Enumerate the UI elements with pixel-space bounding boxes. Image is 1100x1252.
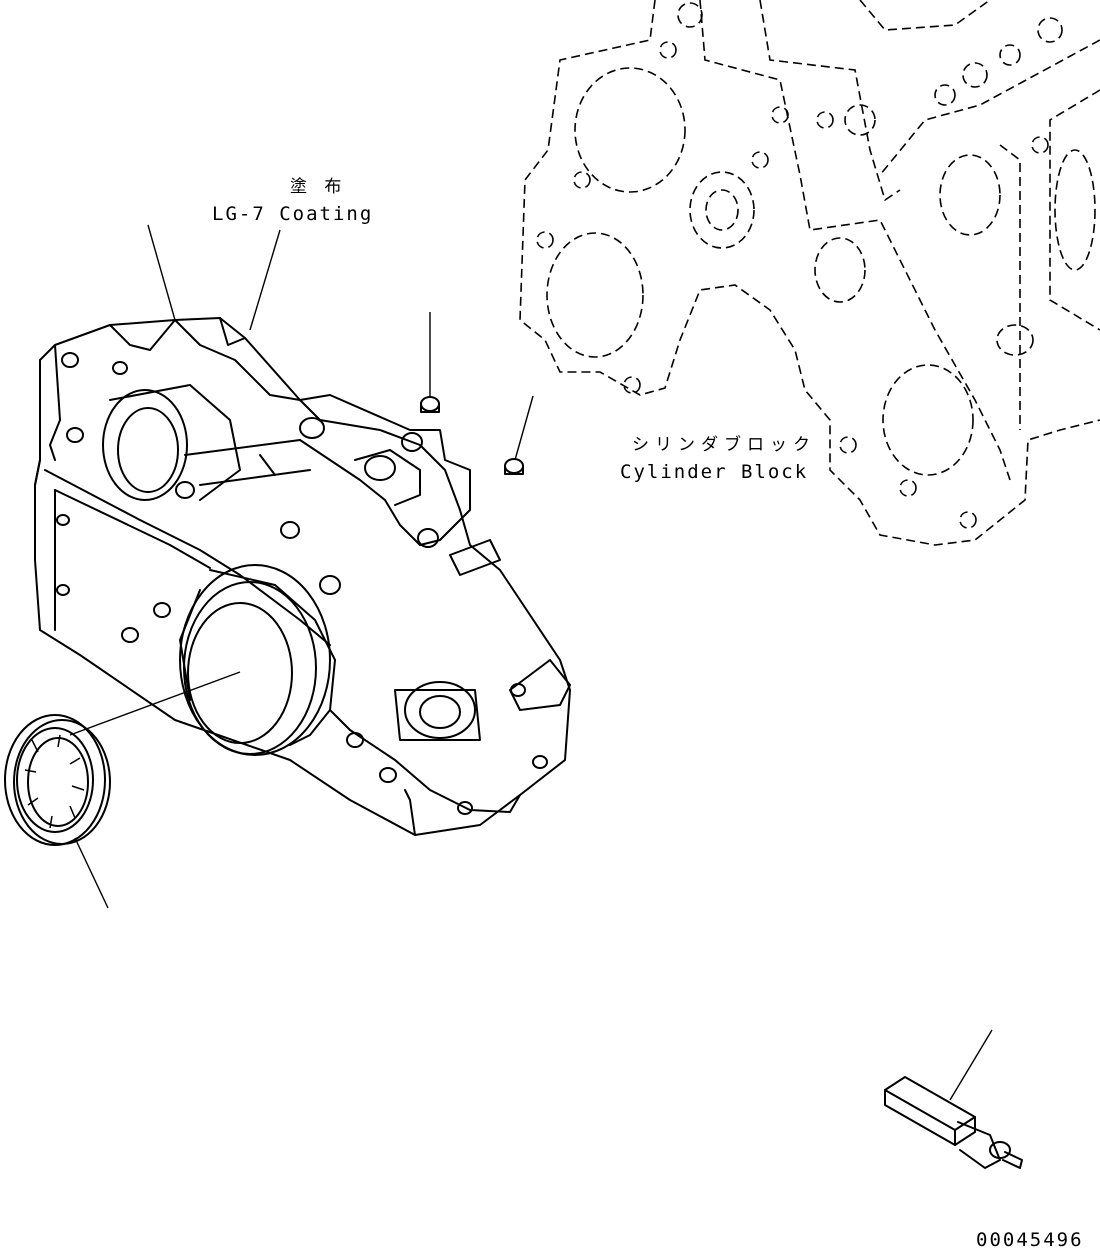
coating-label-en: LG-7 Coating bbox=[212, 203, 373, 225]
cylinder-block-label-en: Cylinder Block bbox=[620, 461, 808, 483]
sensor-pin bbox=[884, 1076, 1023, 1169]
plug-lower bbox=[504, 458, 524, 475]
cylinder-block bbox=[519, 0, 1100, 546]
cylinder-block-label-jp: シリンダブロック bbox=[632, 434, 816, 455]
drawing-number: 00045496 bbox=[976, 1229, 1084, 1251]
front-cover bbox=[34, 317, 571, 836]
leader-lines bbox=[69, 224, 993, 1101]
plug-upper bbox=[420, 396, 440, 413]
oil-seal bbox=[4, 714, 111, 846]
coating-label-jp: 塗 布 bbox=[290, 176, 347, 197]
